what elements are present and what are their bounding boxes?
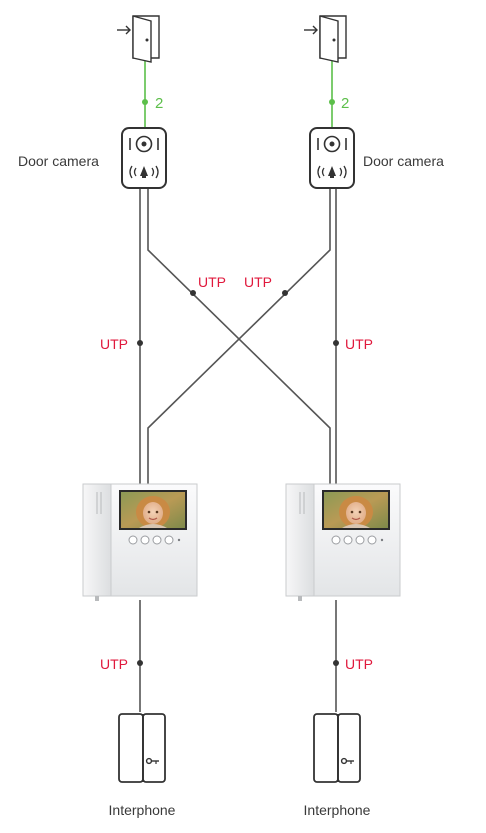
lock-count-right: 2 <box>341 95 349 112</box>
door-camera-label-left: Door camera <box>18 153 99 169</box>
utp-dot-mid-left <box>137 340 143 346</box>
utp-label-bottom-left: UTP <box>100 656 128 672</box>
utp-label-mid-right: UTP <box>345 336 373 352</box>
door-lock-icon-left <box>116 15 160 63</box>
utp-dot-bottom-right <box>333 660 339 666</box>
utp-label-mid-left: UTP <box>100 336 128 352</box>
interphone-icon-right <box>313 713 361 783</box>
video-monitor-left <box>82 483 198 602</box>
utp-dot-cross-right <box>282 290 288 296</box>
utp-wire-cross-left-to-right <box>147 188 331 484</box>
utp-dot-cross-left <box>190 290 196 296</box>
door-camera-label-right: Door camera <box>363 153 444 169</box>
utp-label-cross-right: UTP <box>244 274 272 290</box>
lock-wire-dot-left <box>142 99 148 105</box>
utp-dot-mid-right <box>333 340 339 346</box>
interphone-label-right: Interphone <box>304 802 371 818</box>
interphone-label-left: Interphone <box>109 802 176 818</box>
door-camera-icon-right <box>309 127 355 189</box>
lock-count-left: 2 <box>155 95 163 112</box>
utp-label-cross-left: UTP <box>198 274 226 290</box>
interphone-icon-left <box>118 713 166 783</box>
door-camera-icon-left <box>121 127 167 189</box>
video-monitor-right <box>285 483 401 602</box>
utp-wire-cross-right-to-left <box>147 188 331 484</box>
door-lock-icon-right <box>303 15 347 63</box>
wiring <box>137 60 339 712</box>
utp-dot-bottom-left <box>137 660 143 666</box>
utp-label-bottom-right: UTP <box>345 656 373 672</box>
lock-wire-dot-right <box>329 99 335 105</box>
